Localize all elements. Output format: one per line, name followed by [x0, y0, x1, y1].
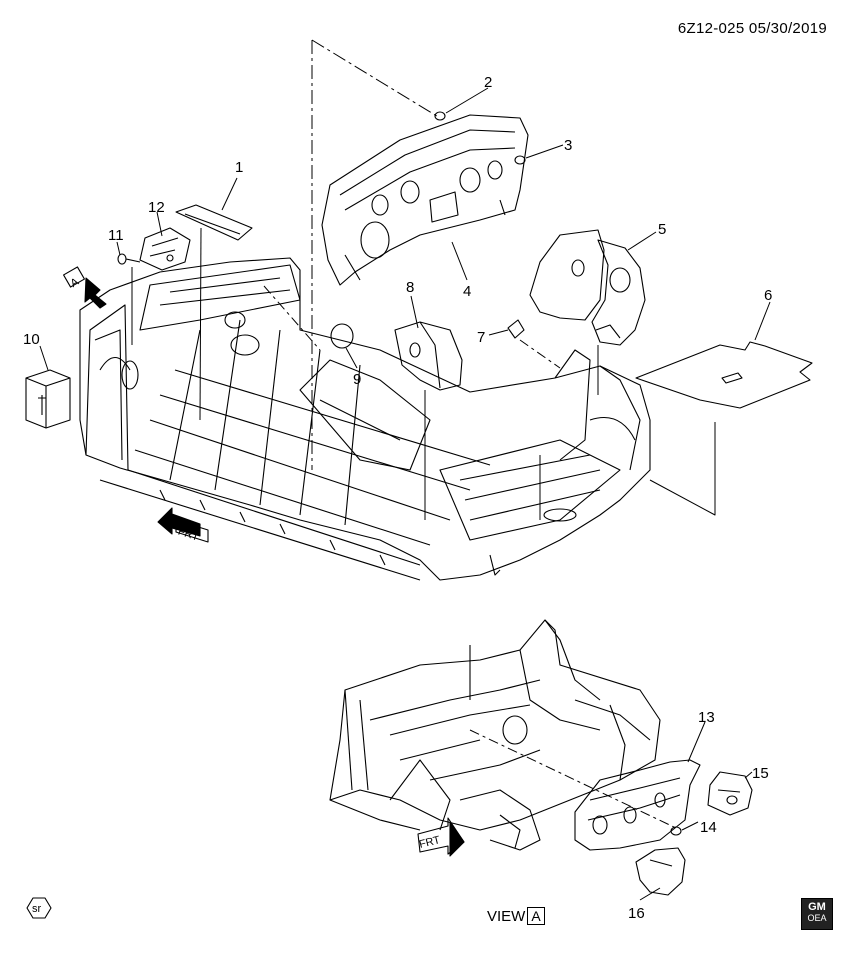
callout-11: 11: [108, 227, 124, 244]
part-6-floor-mat: [635, 341, 813, 409]
sr-badge-shape: [26, 897, 52, 919]
body-structure: [79, 257, 651, 581]
callout-13: 13: [698, 709, 715, 726]
callout-8: 8: [406, 279, 414, 296]
callout-14: 14: [700, 819, 717, 836]
callout-3: 3: [564, 137, 572, 154]
gm-logo-line2: OEA: [807, 913, 827, 923]
view-a-label: VIEW A: [487, 907, 545, 925]
part-1-strip: [175, 204, 253, 241]
callout-1: 1: [235, 159, 243, 176]
view-a-structure: [329, 619, 661, 851]
part-5-insulators: [529, 229, 646, 346]
frt-label-lower: FRT: [418, 834, 442, 851]
frt-arrow-upper: [157, 507, 209, 543]
view-label-prefix: VIEW: [487, 907, 526, 925]
part-2-grommet: [434, 111, 446, 121]
lower-leader-lines: [469, 721, 753, 901]
callout-2: 2: [484, 74, 492, 91]
frt-arrow-lower: [417, 817, 465, 857]
part-8-panel: [394, 321, 463, 391]
callout-10: 10: [23, 331, 40, 348]
callout-16: 16: [628, 905, 645, 922]
part-12-bracket: [139, 227, 191, 271]
part-3-grommet: [514, 155, 526, 165]
part-11-clip: [117, 253, 141, 265]
view-a-arrow: [63, 266, 107, 309]
sr-badge: sr: [32, 903, 42, 915]
callout-7: 7: [477, 329, 485, 346]
gm-logo-line1: GM: [808, 901, 826, 913]
part-14-grommet: [670, 826, 682, 836]
callout-6: 6: [764, 287, 772, 304]
callout-labels: 1 2 3 4 5 6 7 8 9 10 11 12 13 14 15 16 A…: [23, 74, 772, 922]
part-9-plug: [330, 323, 354, 349]
part-7-clip: [507, 319, 525, 339]
part-4-dash-insulator: [321, 114, 529, 286]
part-15-bracket: [707, 771, 753, 816]
callout-9: 9: [353, 371, 361, 388]
part-10-pad: [25, 369, 71, 429]
part-16-panel: [635, 847, 686, 896]
callout-5: 5: [658, 221, 666, 238]
leader-lines: [39, 39, 771, 520]
view-label-letter: A: [527, 907, 545, 925]
callout-15: 15: [752, 765, 769, 782]
part-13-dash: [574, 759, 701, 851]
callout-4: 4: [463, 283, 471, 300]
gm-logo: GM OEA: [801, 898, 833, 930]
callout-12: 12: [148, 199, 165, 216]
diagram-code: 6Z12-025 05/30/2019: [677, 20, 827, 37]
